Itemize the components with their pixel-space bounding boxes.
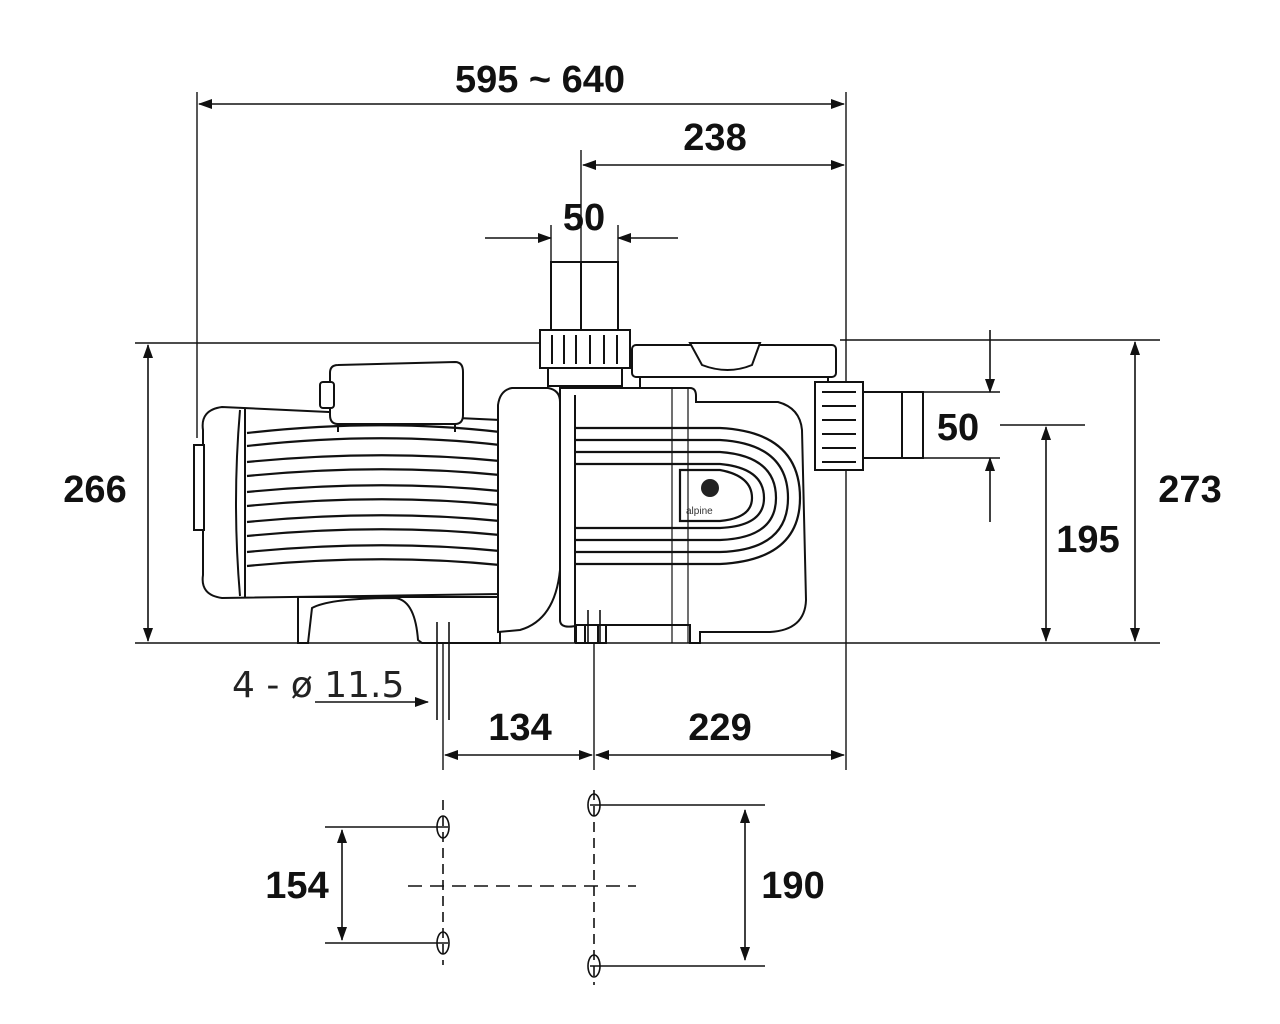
- inlet-connection: [814, 381, 924, 471]
- motor: [193, 405, 501, 600]
- dim-outlet-diameter: 50: [563, 197, 605, 239]
- hole-spec-note: 4 - ø 11.5: [232, 665, 404, 706]
- pump-foot: [575, 624, 607, 644]
- outlet-connection: [539, 261, 631, 387]
- dimension-labels: 595 ~ 640 238 50 50 266 273 195 134 229 …: [63, 59, 1221, 907]
- brand-logo-text: alpine: [686, 506, 713, 517]
- foot-hole-plan: [325, 790, 765, 985]
- dim-motor-height: 266: [63, 469, 126, 511]
- dim-inlet-height: 195: [1056, 519, 1119, 561]
- mounting-hole-section: [436, 610, 601, 720]
- dim-overall-length: 595 ~ 640: [455, 59, 625, 101]
- dim-foot-width-large: 190: [761, 865, 824, 907]
- mounting-hole: [436, 931, 450, 955]
- mounting-hole: [436, 815, 450, 839]
- dim-inlet-diameter: 50: [937, 407, 979, 449]
- mounting-hole: [587, 793, 601, 817]
- brand-logo: alpine: [686, 479, 719, 517]
- dim-foot-spacing-front: 134: [488, 707, 551, 749]
- pump-body-ribs: [575, 426, 802, 566]
- strainer-lid: [631, 342, 837, 400]
- dim-foot-to-inlet-end: 229: [688, 707, 751, 749]
- motor-foot: [297, 596, 501, 644]
- pump-housing: [497, 387, 808, 644]
- motor-cooling-fins: [246, 424, 501, 568]
- mounting-hole: [587, 954, 601, 978]
- dim-overall-height: 273: [1158, 469, 1221, 511]
- terminal-box: [319, 360, 464, 432]
- dimension-arrows: [143, 99, 1140, 961]
- dim-foot-width-small: 154: [265, 865, 328, 907]
- dim-outlet-to-end: 238: [683, 117, 746, 159]
